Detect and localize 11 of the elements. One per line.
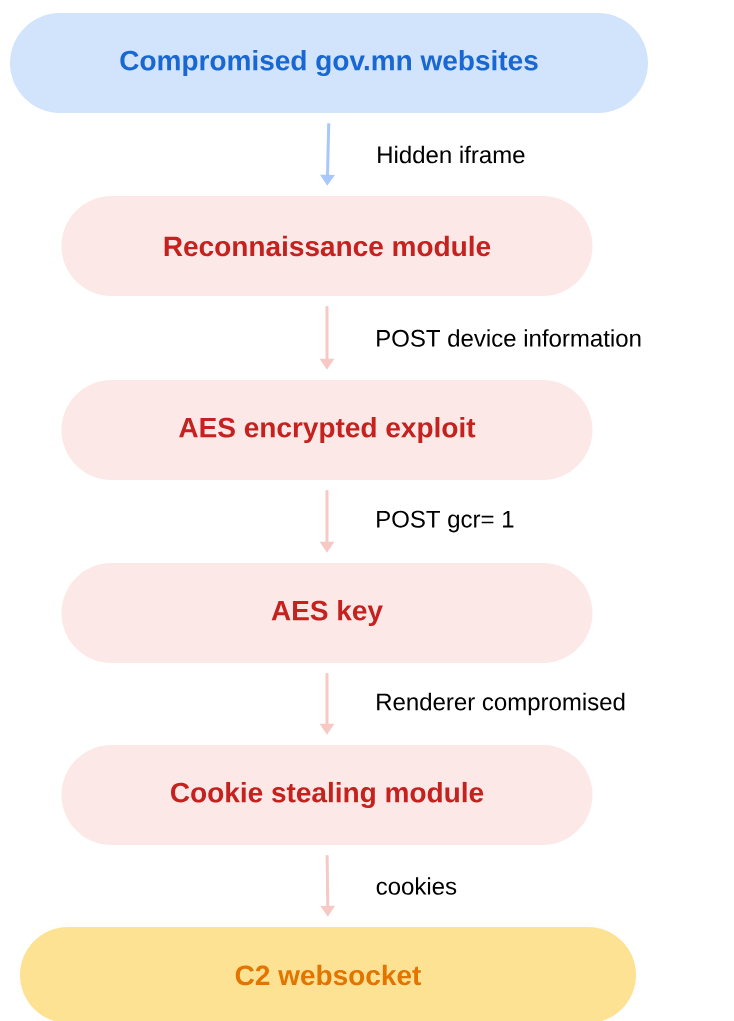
process-box: AES encrypted exploit	[61, 380, 593, 480]
process-box: Reconnaissance module	[61, 196, 593, 296]
process-box: Compromised gov.mn websites	[10, 13, 648, 113]
edge-label: POST device information	[377, 329, 641, 347]
edge-label: cookies	[376, 877, 457, 895]
process-box: Cookie stealing module	[61, 745, 593, 845]
edge-label: Hidden iframe	[378, 145, 525, 164]
edge-label: Renderer compromised	[377, 692, 625, 716]
process-box: C2 websocket	[20, 927, 636, 1021]
edge-label: POST gcr= 1	[377, 510, 514, 533]
process-box: AES key	[61, 563, 593, 663]
